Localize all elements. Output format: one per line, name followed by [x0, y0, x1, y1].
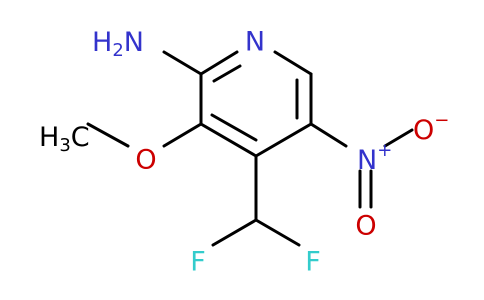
bond-c2-n	[199, 50, 239, 76]
bond-cf-fl	[211, 218, 258, 247]
bond-c5-c4	[254, 122, 313, 158]
methyl-label: H3C	[39, 122, 90, 156]
nitro-nitrogen-label: N+	[357, 140, 392, 176]
bond-c5-nitro	[309, 122, 348, 148]
nitro-oxygen-minus-label: O−	[413, 110, 449, 146]
bond-nitro-ominus	[383, 128, 414, 148]
bond-c4-c3	[199, 122, 258, 158]
ring-nitrogen-label: N	[245, 27, 265, 58]
bond-n-c6	[273, 50, 313, 76]
fluorine-left-label: F	[190, 247, 206, 278]
atom-labels: N H2N H3C O N+ O− O F F	[39, 27, 449, 278]
fluorine-right-label: F	[305, 247, 321, 278]
bond-c4-c3-inner	[210, 113, 258, 142]
methoxy-oxygen-label: O	[135, 145, 156, 176]
nitro-oxygen-label: O	[355, 211, 376, 242]
bonds	[86, 50, 414, 247]
bond-c2-nh2	[162, 50, 203, 76]
amine-label: H2N	[92, 27, 144, 61]
bond-c2-n-inner	[212, 64, 242, 83]
bond-c3-o	[162, 122, 203, 148]
bond-cf-fr	[254, 218, 301, 247]
bond-o-ch3	[86, 122, 130, 148]
